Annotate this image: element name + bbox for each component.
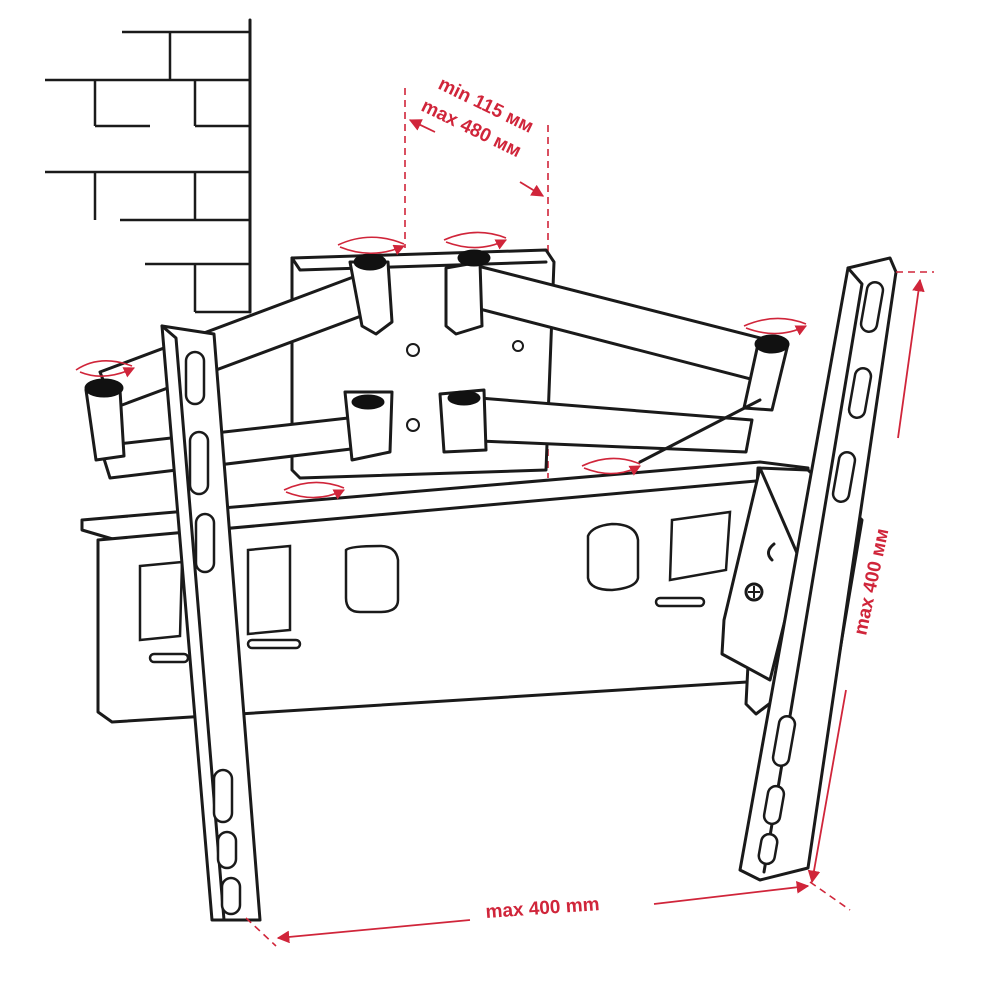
- rotation-arrow-icon: [743, 317, 808, 336]
- rotation-arrow-icon: [443, 231, 508, 250]
- rotation-arrow-icon: [283, 481, 346, 500]
- rotation-arrow-icon: [75, 360, 136, 378]
- rotation-arrow-icon: [581, 457, 641, 476]
- horizontal-dimension: max 400 mm: [245, 881, 810, 947]
- right-vertical-bracket: [720, 256, 898, 882]
- horizontal-max-label: max 400 mm: [485, 894, 600, 923]
- rotation-arrows: [75, 231, 808, 500]
- horizontal-rail: [80, 460, 810, 724]
- rotation-arrow-icon: [337, 236, 406, 256]
- brick-wall: [45, 18, 252, 314]
- left-vertical-bracket: [160, 324, 262, 922]
